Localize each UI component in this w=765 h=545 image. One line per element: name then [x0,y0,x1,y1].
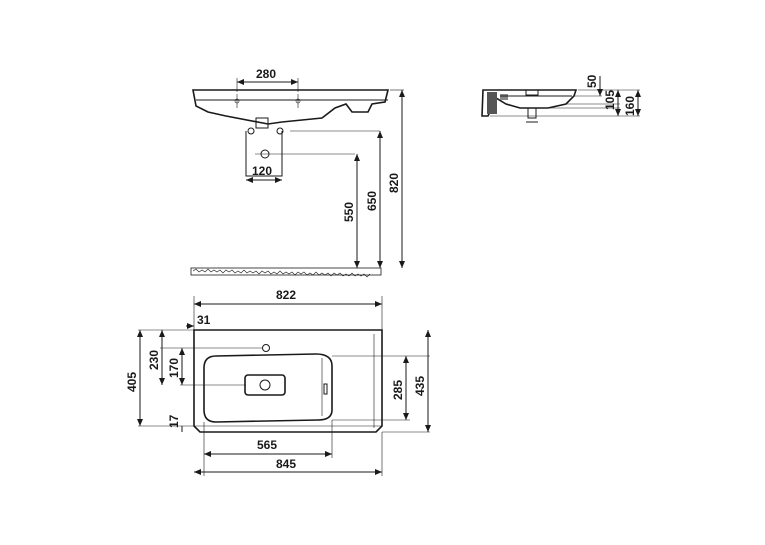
profile-wall-section [487,92,497,114]
dim-17-label: 17 [167,414,181,428]
dim-435-label: 435 [413,376,427,396]
dim-170-label: 170 [167,358,181,378]
waste-right-ring [276,127,284,135]
waste-pipe [245,131,283,177]
dim-120-label: 120 [252,164,272,178]
side-view: 280 120 550 650 820 [190,67,405,278]
tap-hole-right-mark [295,98,301,104]
waste-fitting [255,117,269,129]
profile-waste [527,108,537,119]
drain-plate [244,374,286,396]
waste-left-ring [247,127,255,135]
drain-hole [259,379,271,391]
bowl-outline [203,353,333,423]
dim-820-label: 820 [387,173,401,193]
dim-50-label: 50 [585,74,599,88]
dim-230-label: 230 [147,350,161,370]
profile-rim-section [500,94,508,100]
dim-405-label: 405 [125,372,139,392]
dim-285-label: 285 [391,380,405,400]
dim-565-label: 565 [257,438,277,452]
dim-105-label: 105 [603,90,617,110]
plan-view: 822 31 230 170 405 17 285 435 565 845 [125,288,431,476]
dim-822-label: 822 [276,288,296,302]
basin-plan-outline [193,329,383,433]
dim-650-label: 650 [365,191,379,211]
profile-overflow [525,89,539,96]
overflow-slot [323,383,328,395]
profile-view: 50 105 160 [481,74,641,123]
dim-550-label: 550 [342,202,356,222]
floor-texture [192,268,371,278]
dim-845-label: 845 [276,457,296,471]
basin-side-outline [192,89,390,125]
floor-hatch [190,267,382,276]
tap-hole-left-mark [234,98,240,104]
basin-profile-outline [481,89,578,117]
dim-160-label: 160 [623,96,637,116]
tap-hole [262,344,270,352]
dim-280-label: 280 [256,67,276,81]
dim-31-label: 31 [197,313,211,327]
